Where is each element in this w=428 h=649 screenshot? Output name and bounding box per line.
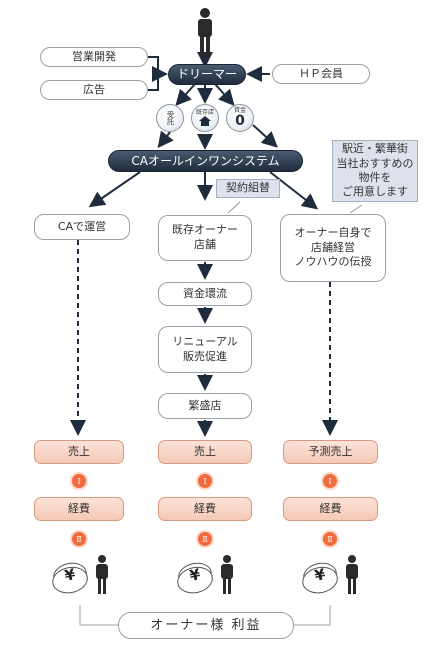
badge-funds-value: 0 xyxy=(235,113,245,129)
badge-funds-label: 資金 xyxy=(233,107,246,114)
step-renewal-promotion: リニューアル 販売促進 xyxy=(158,326,252,373)
equals-marker-right: Ⅱ xyxy=(323,532,337,546)
person-icon xyxy=(346,555,358,594)
person-icon xyxy=(96,555,108,594)
person-icon xyxy=(198,8,212,56)
badge-zero-funds: 資金 0 xyxy=(226,104,254,132)
house-icon xyxy=(199,116,211,126)
person-icon xyxy=(221,555,233,594)
badge-existing-store-label: 既存店 xyxy=(195,109,214,116)
middle-sales: 売上 xyxy=(158,440,252,464)
note-property-recommendation: 駅近・繁華街 当社おすすめの 物件を ご用意します xyxy=(332,140,418,202)
source-advertising: 広告 xyxy=(40,80,148,100)
ca-all-in-one-system-node: CAオールインワンシステム xyxy=(108,150,303,172)
minus-marker-left: Ⅰ xyxy=(72,474,86,488)
dreamer-node: ドリーマー xyxy=(168,64,246,85)
minus-marker-right: Ⅰ xyxy=(323,474,337,488)
step-thriving-store: 繁盛店 xyxy=(158,393,252,419)
note-contract-restructure: 契約組替 xyxy=(216,179,280,198)
left-expense: 経費 xyxy=(34,497,124,521)
right-header-owner-know-how: オーナー自身で 店舗経営 ノウハウの伝授 xyxy=(280,214,386,282)
badge-consignment: 受託 xyxy=(156,104,184,132)
equals-marker-left: Ⅱ xyxy=(72,532,86,546)
owner-profit-label: オーナー様 利益 xyxy=(118,612,294,639)
source-sales-development: 営業開発 xyxy=(40,47,148,67)
middle-header-existing-owner-store: 既存オーナー 店舗 xyxy=(158,215,252,261)
equals-marker-middle: Ⅱ xyxy=(198,532,212,546)
right-projected-sales: 予測売上 xyxy=(283,440,378,464)
left-sales: 売上 xyxy=(34,440,124,464)
middle-expense: 経費 xyxy=(158,497,252,521)
source-hp-member: ＨＰ会員 xyxy=(272,64,370,84)
badge-existing-store: 既存店 xyxy=(191,104,219,132)
step-fund-circulation: 資金環流 xyxy=(158,282,252,306)
right-expense: 経費 xyxy=(283,497,378,521)
badge-consignment-label: 受託 xyxy=(166,111,175,125)
minus-marker-middle: Ⅰ xyxy=(198,474,212,488)
left-header-ca-operation: CAで運営 xyxy=(34,214,130,240)
